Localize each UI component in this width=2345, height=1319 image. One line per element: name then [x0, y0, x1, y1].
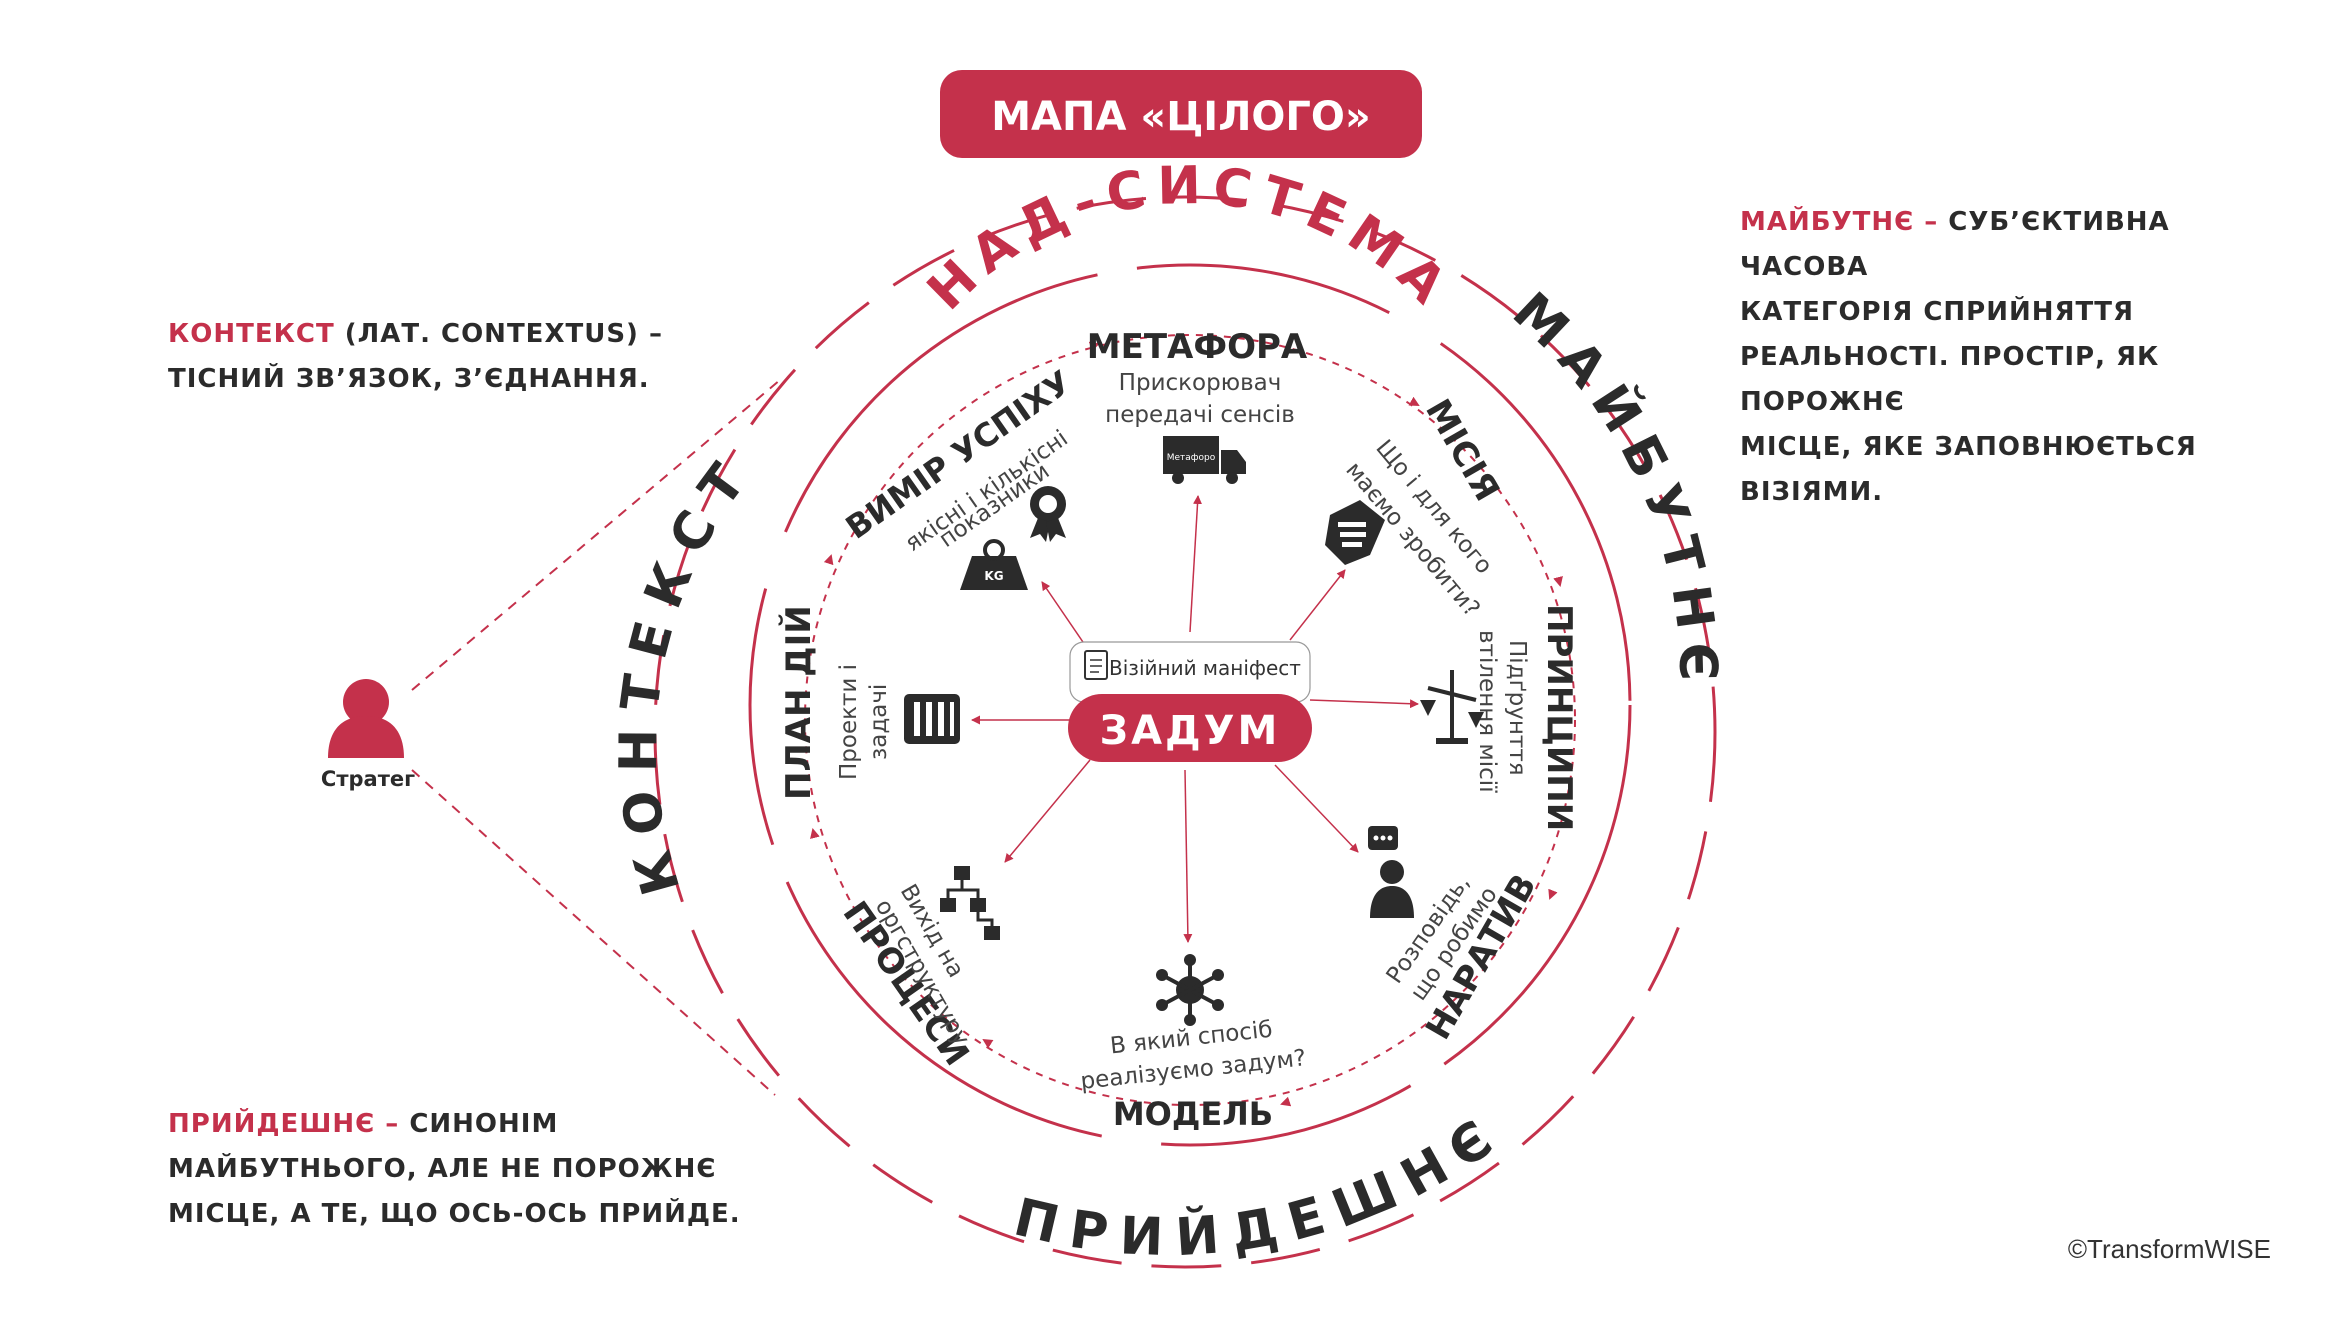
- handshake-icon: [1325, 500, 1385, 565]
- element-metafora: МЕТАФОРА Прискорювач передачі сенсів Мет…: [1087, 327, 1308, 484]
- weight-medal-icon: KG: [960, 486, 1066, 590]
- truck-icon: Метафоро: [1163, 436, 1246, 484]
- over-system-ring: [748, 263, 1632, 1147]
- page-title: МАПА «ЦІЛОГО»: [991, 94, 1371, 140]
- title-pill: [940, 70, 1422, 158]
- document-icon: [1084, 650, 1108, 680]
- arrow-to-protsesy: [982, 1038, 994, 1049]
- svg-text:KG: KG: [984, 569, 1003, 583]
- cone-line-bottom: [411, 769, 776, 1096]
- ring-label-maibutnie: МАЙБУТНЄ: [1501, 281, 1728, 693]
- arrow-to-pryntsypy: [1553, 576, 1563, 587]
- note-text: МІСЦЕ, А ТЕ, ЩО ОСЬ-ОСЬ ПРИЙДЕ.: [168, 1199, 741, 1229]
- note-text: МАЙБУТНЬОГО, АЛЕ НЕ ПОРОЖНЄ: [168, 1154, 717, 1184]
- svg-text:Метафоро: Метафоро: [1167, 453, 1216, 463]
- element-desc-line: передачі сенсів: [1105, 402, 1295, 428]
- spoke-model: [1183, 769, 1193, 943]
- element-desc-line: задачі: [866, 684, 892, 760]
- balance-icon: [1420, 670, 1484, 744]
- orgchart-icon: [940, 866, 1000, 940]
- element-protsesy: ПРОЦЕСИ Вихід на оргструктуру: [835, 866, 1000, 1073]
- element-desc-line: Проекти і: [836, 664, 862, 780]
- note-text: РЕАЛЬНОСТІ. ПРОСТІР, ЯК ПОРОЖНЄ: [1740, 342, 2160, 417]
- element-misiia: МІСІЯ Що і для кого маємо зробити?: [1325, 393, 1507, 622]
- spokes: [971, 495, 1419, 943]
- outer-ring-future: [653, 195, 1717, 1269]
- user-icon: [328, 679, 404, 758]
- element-desc-line: Підґрунття: [1504, 640, 1530, 776]
- element-label: ПРИНЦИПИ: [1539, 604, 1579, 831]
- spoke-misiia: [1289, 569, 1346, 641]
- strateg-node: Стратег: [321, 379, 781, 1096]
- arrow-to-model: [1280, 1096, 1292, 1107]
- note-text: ТІСНИЙ ЗВʼЯЗОК, ЗʼЄДНАННЯ.: [168, 364, 650, 394]
- strateg-label: Стратег: [321, 767, 415, 791]
- spoke-protsesy: [1004, 759, 1091, 863]
- element-label: ПЛАН ДІЙ: [778, 605, 819, 800]
- manifest-label: Візійний маніфест: [1109, 656, 1301, 680]
- spoke-naratyv: [1274, 764, 1359, 853]
- note-term: ПРИЙДЕШНЄ –: [168, 1109, 400, 1139]
- element-naratyv: НАРАТИВ Розповідь, що робимо: [1368, 826, 1545, 1047]
- note-term: КОНТЕКСТ: [168, 319, 335, 349]
- element-model: МОДЕЛЬ В який спосіб реалізуємо задум?: [1079, 954, 1307, 1133]
- cone-line-top: [411, 379, 781, 691]
- note-term: МАЙБУТНЄ –: [1740, 207, 1939, 237]
- note-text: КАТЕГОРІЯ СПРИЙНЯТТЯ: [1740, 297, 2135, 327]
- ring-label-nad-systema: НАД-СИСТЕМА: [916, 156, 1463, 322]
- speaker-icon: [1368, 826, 1414, 918]
- center-label: ЗАДУМ: [1100, 708, 1281, 754]
- arrow-to-naratyv: [1548, 888, 1558, 900]
- note-text: СУБʼЄКТИВНА ЧАСОВА: [1740, 207, 2170, 282]
- process-cycle-ring: [804, 334, 1576, 1106]
- note-maibutnie: МАЙБУТНЄ – СУБʼЄКТИВНА ЧАСОВА КАТЕГОРІЯ …: [1740, 200, 2300, 515]
- element-pryntsypy: ПРИНЦИПИ Підґрунття втілення місії: [1420, 604, 1579, 831]
- note-text: (ЛАТ. CONTEXTUS) –: [334, 319, 663, 349]
- element-label: МОДЕЛЬ: [1113, 1095, 1273, 1133]
- note-text: СИНОНІМ: [399, 1109, 559, 1139]
- spoke-vymir: [1041, 581, 1086, 646]
- arrow-to-plan: [810, 828, 820, 839]
- element-desc-line: Прискорювач: [1119, 370, 1282, 396]
- tasks-icon: [904, 694, 960, 744]
- copyright: ©TransformWISE: [2067, 1234, 2271, 1264]
- element-desc-line: втілення місії: [1474, 630, 1500, 793]
- note-kontekst: КОНТЕКСТ (ЛАТ. CONTEXTUS) – ТІСНИЙ ЗВʼЯЗ…: [168, 312, 768, 402]
- element-plan: ПЛАН ДІЙ Проекти і задачі: [778, 605, 960, 800]
- title-badge: МАПА «ЦІЛОГО»: [940, 70, 1422, 158]
- note-text: МІСЦЕ, ЯКЕ ЗАПОВНЮЄТЬСЯ ВІЗІЯМИ.: [1740, 432, 2197, 507]
- ring-label-kontekst: КОНТЕКСТ: [609, 441, 767, 901]
- spoke-pryntsypy: [1309, 699, 1419, 709]
- note-pryideshnie: ПРИЙДЕШНЄ – СИНОНІМ МАЙБУТНЬОГО, АЛЕ НЕ …: [168, 1102, 788, 1237]
- network-icon: [1156, 954, 1224, 1026]
- element-label: МЕТАФОРА: [1087, 327, 1308, 367]
- arrow-to-vymir: [823, 554, 834, 566]
- center-node: Візійний маніфест ЗАДУМ: [1068, 641, 1312, 762]
- spoke-metafora: [1189, 495, 1203, 633]
- zadum-pill: [1068, 694, 1312, 762]
